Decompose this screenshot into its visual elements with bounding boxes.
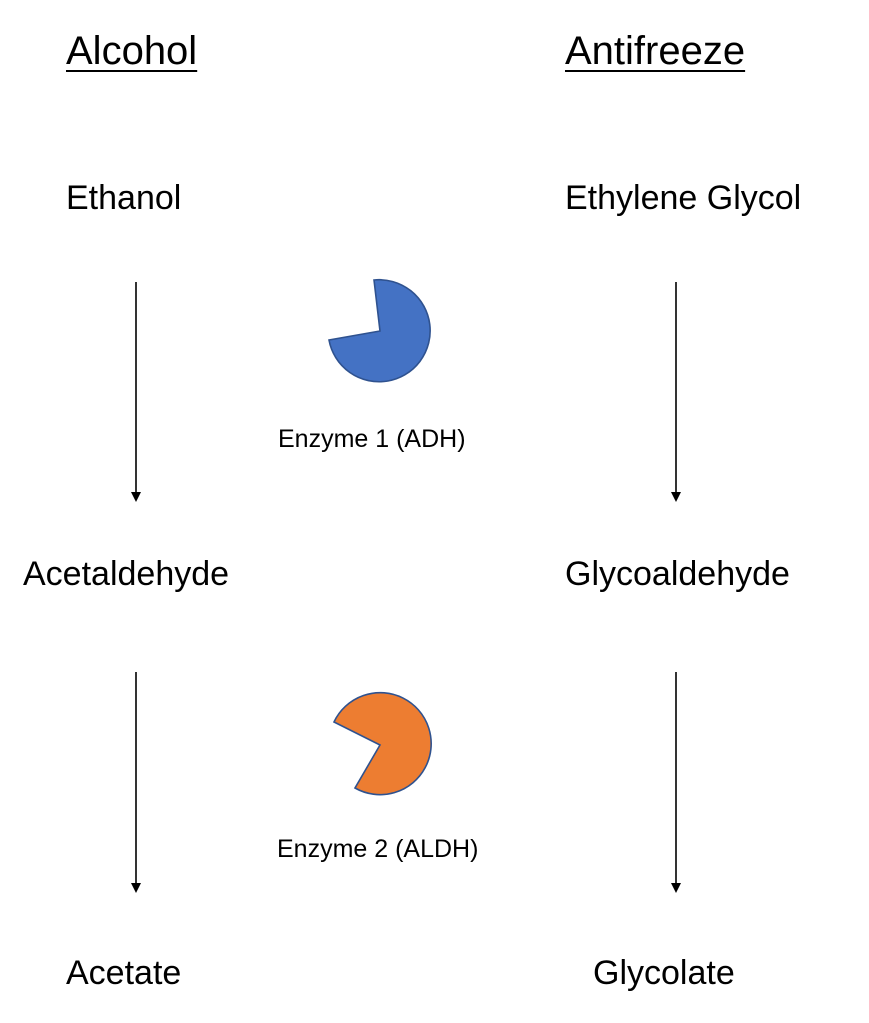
enzyme-1-pac-man-icon <box>328 278 431 383</box>
compound-glycolate: Glycolate <box>593 954 735 992</box>
enzyme-1-label: Enzyme 1 (ADH) <box>278 425 466 453</box>
compound-acetaldehyde: Acetaldehyde <box>23 555 230 593</box>
compound-glycoaldehyde: Glycoaldehyde <box>565 555 790 593</box>
compound-acetate: Acetate <box>66 954 182 992</box>
compound-ethylene-glycol: Ethylene Glycol <box>565 179 802 217</box>
heading-antifreeze: Antifreeze <box>565 29 746 73</box>
enzyme-2-pac-man-icon <box>332 691 432 796</box>
enzyme-2-label: Enzyme 2 (ALDH) <box>277 835 479 863</box>
heading-alcohol: Alcohol <box>66 29 198 73</box>
compound-ethanol: Ethanol <box>66 179 182 217</box>
